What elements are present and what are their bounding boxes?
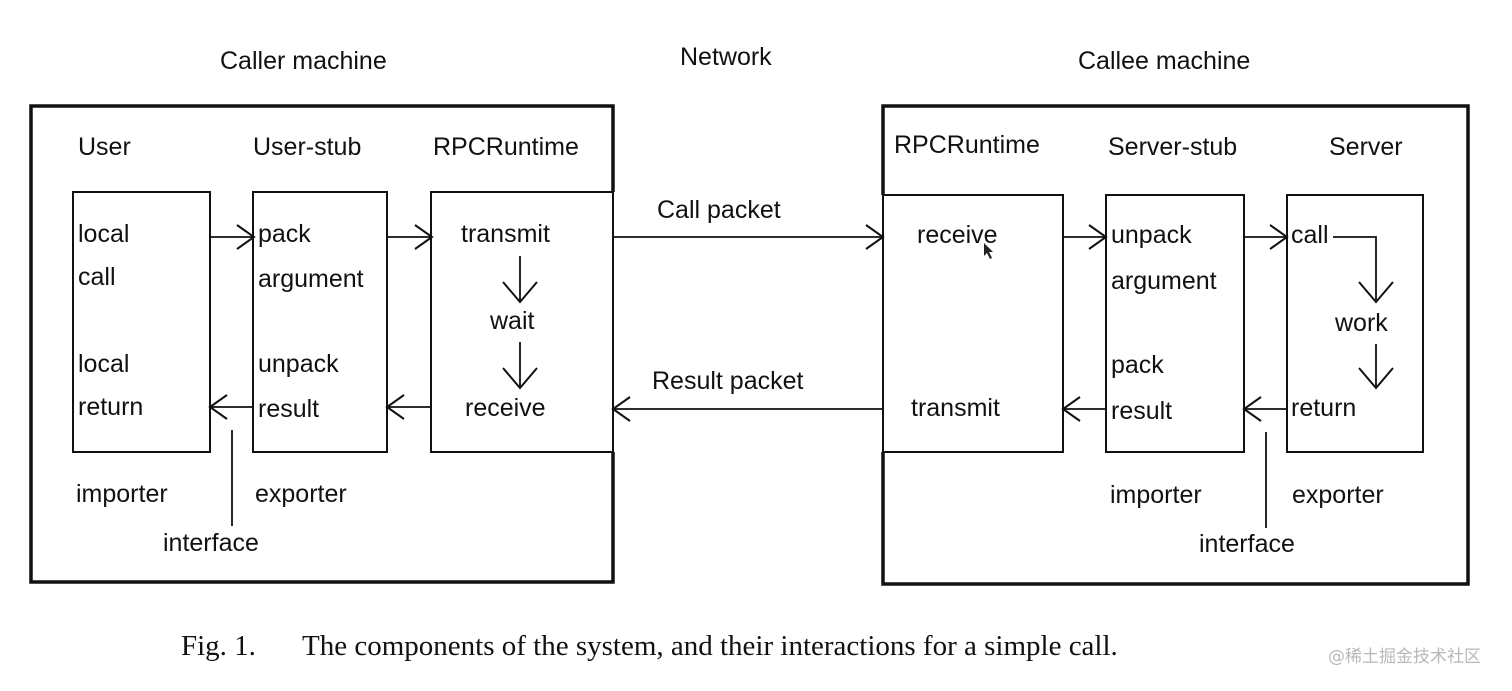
- server-stub-text-unpack: unpack: [1111, 221, 1192, 249]
- callee-machine-header: Callee machine: [1078, 47, 1250, 75]
- arrow-work-to-return: [1358, 344, 1394, 390]
- arrow-user-to-stub: [210, 224, 256, 250]
- call-packet-arrow: [613, 224, 885, 250]
- server-label: Server: [1329, 133, 1403, 161]
- watermark-text: @稀土掘金技术社区: [1328, 647, 1481, 667]
- arrow-stub-to-runtime: [387, 224, 434, 250]
- callee-machine-frame: [881, 104, 1470, 586]
- caller-machine-header: Caller machine: [220, 47, 387, 75]
- user-box: [72, 191, 211, 453]
- callee-rpcruntime-box: [882, 194, 1064, 453]
- network-header: Network: [680, 43, 772, 71]
- arrow-server-to-server-stub: [1242, 396, 1287, 422]
- arrow-runtime-to-server-stub: [1063, 224, 1108, 250]
- result-packet-label: Result packet: [652, 367, 804, 395]
- callee-importer-label: importer: [1110, 481, 1202, 509]
- arrow-server-stub-to-server: [1244, 224, 1289, 250]
- user-stub-text-pack: pack: [258, 220, 311, 248]
- caption-text: The components of the system, and their …: [302, 630, 1118, 662]
- server-stub-text-pack: pack: [1111, 351, 1164, 379]
- server-text-call: call: [1291, 221, 1329, 249]
- caller-importer-label: importer: [76, 480, 168, 508]
- user-stub-text-unpack: unpack: [258, 350, 339, 378]
- user-box-text-return: return: [78, 393, 143, 421]
- callee-exporter-label: exporter: [1292, 481, 1384, 509]
- server-box: [1286, 194, 1424, 453]
- caption-label: Fig. 1.: [181, 630, 256, 662]
- arrow-server-stub-to-runtime: [1061, 396, 1106, 422]
- user-stub-label: User-stub: [253, 133, 361, 161]
- mouse-cursor-icon: [984, 243, 993, 259]
- server-stub-label: Server-stub: [1108, 133, 1237, 161]
- user-box-text-call: call: [78, 263, 116, 291]
- server-text-return: return: [1291, 394, 1356, 422]
- caller-runtime-text-wait: wait: [489, 307, 535, 335]
- call-packet-label: Call packet: [657, 196, 781, 224]
- user-box-text-local-2: local: [78, 350, 129, 378]
- arrow-call-to-work: [1333, 236, 1394, 304]
- user-stub-text-result: result: [258, 395, 319, 423]
- arrow-stub-to-user: [208, 394, 253, 420]
- user-box-text-local: local: [78, 220, 129, 248]
- caller-rpcruntime-label: RPCRuntime: [433, 133, 579, 161]
- server-stub-text-result: result: [1111, 397, 1172, 425]
- arrow-runtime-to-stub: [385, 394, 431, 420]
- arrow-transmit-to-wait: [502, 256, 538, 304]
- user-stub-box: [252, 191, 388, 453]
- callee-interface-label: interface: [1199, 530, 1295, 558]
- server-stub-box: [1105, 194, 1245, 453]
- caller-exporter-label: exporter: [255, 480, 347, 508]
- result-packet-arrow: [611, 396, 883, 422]
- server-stub-text-argument: argument: [1111, 267, 1217, 295]
- server-text-work: work: [1334, 309, 1388, 337]
- arrow-wait-to-receive: [502, 342, 538, 390]
- caller-interface-label: interface: [163, 529, 259, 557]
- user-label: User: [78, 133, 131, 161]
- callee-rpcruntime-label: RPCRuntime: [894, 131, 1040, 159]
- caller-runtime-text-transmit: transmit: [461, 220, 550, 248]
- user-stub-text-argument: argument: [258, 265, 364, 293]
- caller-rpcruntime-box: [430, 191, 614, 453]
- caller-runtime-text-receive: receive: [465, 394, 546, 422]
- callee-runtime-text-transmit: transmit: [911, 394, 1000, 422]
- caller-machine-frame: [29, 104, 615, 584]
